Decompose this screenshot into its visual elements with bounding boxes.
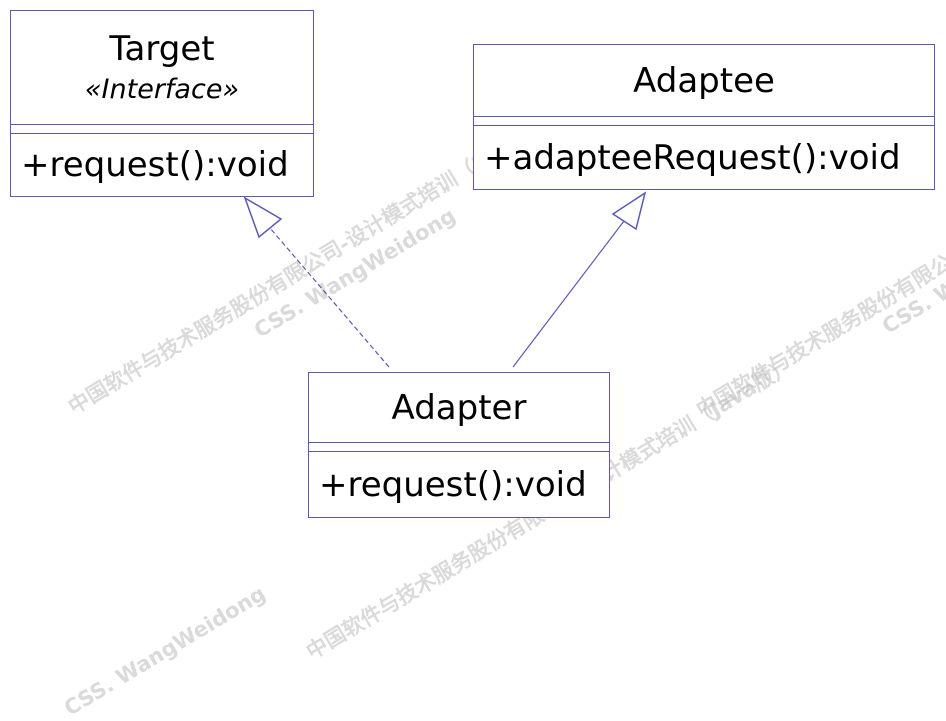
realization-connector <box>243 196 390 368</box>
operation-signature: +request():void <box>319 464 587 505</box>
class-header: Adaptee <box>474 45 934 117</box>
class-header: Adapter <box>309 373 609 443</box>
generalization-hollow-arrowhead <box>611 191 647 231</box>
operations-compartment: +request():void <box>11 134 313 196</box>
class-name: Adaptee <box>633 60 775 101</box>
relationship-connectors <box>243 191 647 368</box>
class-box-target[interactable]: Target «Interface» +request():void <box>10 10 314 197</box>
class-box-adapter[interactable]: Adapter +request():void <box>308 372 610 518</box>
class-box-adaptee[interactable]: Adaptee +adapteeRequest():void <box>473 44 935 190</box>
operation-signature: +adapteeRequest():void <box>484 137 901 178</box>
operations-compartment: +request():void <box>309 452 609 517</box>
operations-compartment: +adapteeRequest():void <box>474 126 934 189</box>
class-stereotype: «Interface» <box>84 73 240 105</box>
generalization-connector <box>512 191 647 368</box>
attributes-compartment <box>11 125 313 134</box>
class-name: Target <box>109 28 215 69</box>
watermark-text: CSS. WangWeidong <box>60 581 270 721</box>
operation-signature: +request():void <box>21 145 289 185</box>
realization-dashed-line <box>269 227 390 368</box>
attributes-compartment <box>309 443 609 452</box>
attributes-compartment <box>474 117 934 126</box>
realization-hollow-arrowhead <box>243 196 283 239</box>
generalization-solid-line <box>512 220 625 368</box>
class-name: Adapter <box>391 387 527 428</box>
class-header: Target «Interface» <box>11 11 313 125</box>
